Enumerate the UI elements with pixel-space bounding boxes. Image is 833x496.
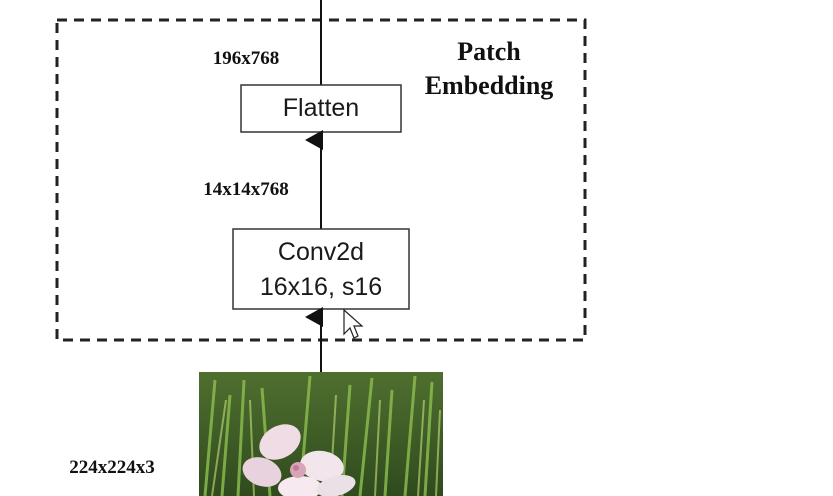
conv2d-box (232, 228, 410, 310)
dim-after-flatten-label: 196x768 (213, 48, 280, 69)
conv2d-label-line2: 16x16, s16 (260, 273, 382, 301)
input-flower-image (199, 372, 443, 496)
group-title-line2: Embedding (425, 71, 554, 100)
group-title-line1: Patch (457, 37, 521, 66)
mouse-cursor-icon (343, 308, 364, 339)
flatten-box (240, 84, 402, 133)
dim-after-conv-label: 14x14x768 (203, 179, 289, 200)
conv2d-label-line1: Conv2d (278, 238, 364, 266)
dim-input-label: 224x224x3 (69, 457, 155, 478)
flatten-label: Flatten (283, 94, 359, 122)
